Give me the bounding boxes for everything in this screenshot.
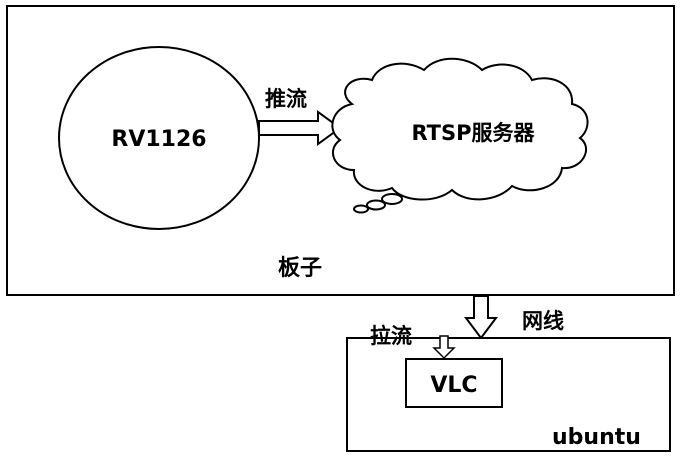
ubuntu-label: ubuntu	[552, 425, 641, 450]
push-arrow	[258, 110, 342, 146]
rv1126-label: RV1126	[111, 127, 206, 152]
rv1126-node	[58, 46, 260, 230]
network-label: 网线	[522, 309, 564, 333]
pull-arrow	[432, 335, 456, 360]
rtsp-server-label: RTSP服务器	[411, 121, 535, 145]
rtsp-server-cloud	[331, 57, 589, 214]
push-label: 推流	[265, 87, 307, 111]
vlc-box	[405, 358, 503, 408]
ubuntu-box	[346, 337, 671, 452]
network-arrow	[464, 295, 498, 340]
vlc-label: VLC	[430, 373, 477, 398]
pull-label: 拉流	[370, 324, 412, 348]
board-label: 板子	[278, 256, 322, 281]
